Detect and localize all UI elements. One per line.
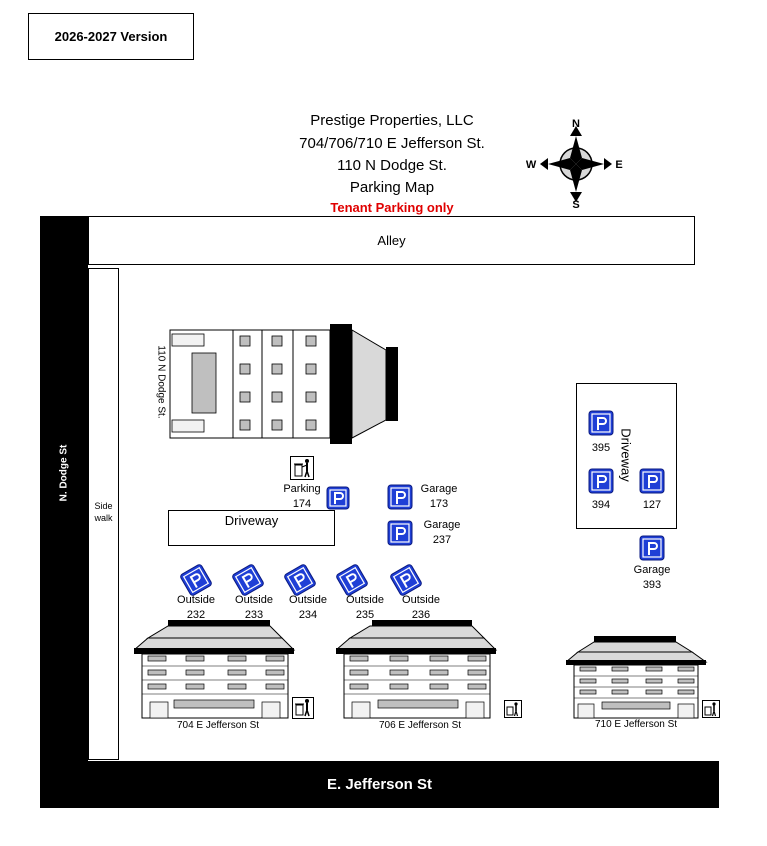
building-110-dodge	[169, 324, 398, 444]
building-710-label: 710 E Jefferson St	[594, 719, 678, 730]
parking-sign-icon	[180, 564, 212, 596]
driveway-right	[576, 383, 677, 529]
compass-w: W	[526, 159, 537, 171]
parking-sign-icon	[284, 564, 316, 596]
trash-can-icon	[702, 700, 720, 718]
company-name: Prestige Properties, LLC	[310, 112, 474, 129]
trash-can-icon	[292, 697, 314, 719]
alley-label: Alley	[377, 233, 406, 248]
parking-sign-icon	[232, 564, 264, 596]
building-110-dodge-label: 110 N Dodge St.	[155, 345, 167, 419]
dodge-street	[40, 216, 88, 808]
map-title: Parking Map	[349, 179, 435, 196]
building-706	[336, 620, 498, 719]
parking-sign-icon	[639, 535, 665, 561]
parking-sign-icon	[390, 564, 422, 596]
compass-e: E	[615, 159, 622, 171]
parking-sign-icon	[588, 410, 614, 436]
sidewalk-label: Side walk	[94, 501, 113, 523]
trash-can-icon	[290, 456, 314, 480]
parking-sign-icon	[387, 484, 413, 510]
parking-127-label: 127	[642, 499, 662, 511]
parking-sign-icon	[387, 520, 413, 546]
address-jefferson: 704/706/710 E Jefferson St.	[299, 135, 485, 152]
jefferson-street: E. Jefferson St	[40, 761, 719, 808]
jefferson-street-label: E. Jefferson St	[326, 776, 433, 793]
alley: Alley	[88, 216, 695, 265]
parking-sign-icon	[639, 468, 665, 494]
building-706-label: 706 E Jefferson St	[378, 720, 462, 731]
dodge-street-label: N. Dodge St	[58, 444, 70, 502]
compass-n: N	[572, 118, 580, 130]
parking-sign-icon	[336, 564, 368, 596]
tenant-note: Tenant Parking only	[330, 200, 454, 215]
parking-sign-icon	[588, 468, 614, 494]
parking-sign-icon	[326, 486, 350, 510]
compass-s: S	[572, 199, 579, 210]
compass-rose-icon: N S W E	[526, 118, 623, 210]
driveway-left-label: Driveway	[224, 513, 279, 528]
trash-can-icon	[504, 700, 522, 718]
building-704-label: 704 E Jefferson St	[176, 720, 260, 731]
building-710	[566, 636, 708, 719]
version-label: 2026-2027 Version	[28, 13, 194, 60]
parking-395-label: 395	[591, 442, 611, 454]
building-704	[134, 620, 296, 719]
driveway-left: Driveway	[168, 510, 335, 546]
driveway-right-label: Driveway	[618, 428, 634, 482]
sidewalk	[88, 268, 119, 760]
parking-394-label: 394	[591, 499, 611, 511]
address-dodge: 110 N Dodge St.	[337, 157, 447, 174]
